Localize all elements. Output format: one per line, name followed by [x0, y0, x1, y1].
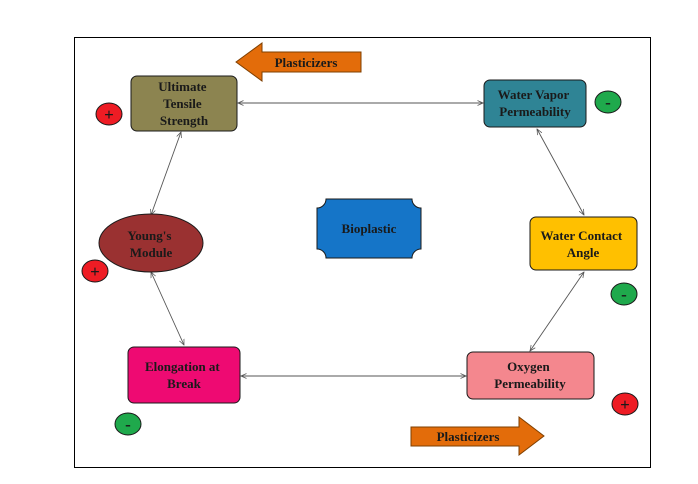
node-water-vapor-permeability: Water Vapor Permeability: [483, 79, 587, 128]
minus-badge-shape: [594, 90, 622, 114]
node-label-line: Elongation at: [145, 359, 220, 374]
node-label: Water Contact Angle: [541, 228, 626, 260]
minus-badge-shape: [610, 282, 638, 306]
plus-badge-shape: [81, 259, 109, 283]
left-arrow-shape: [235, 42, 362, 82]
minus-badge-elongation: -: [114, 412, 142, 436]
minus-badge-symbol: -: [125, 415, 131, 434]
right-arrow-shape: [410, 415, 545, 457]
node-label: Young's Module: [127, 228, 174, 260]
connector-youngs-elongation: [150, 272, 185, 345]
node-label-line: Permeability: [494, 376, 566, 391]
connector-uts-youngs: [151, 132, 181, 215]
node-label-line: Tensile: [163, 96, 202, 111]
minus-badge-wca: -: [610, 282, 638, 306]
node-shape: [529, 216, 638, 271]
node-shape: [127, 346, 241, 404]
node-label-line: Young's: [127, 228, 171, 243]
minus-badge-wvp: -: [594, 90, 622, 114]
minus-badge-symbol: -: [621, 285, 627, 304]
plasticizers-label-top: Plasticizers: [275, 55, 338, 70]
plus-badge-shape: [95, 102, 123, 126]
plasticizers-label-bottom: Plasticizers: [437, 429, 500, 444]
node-label: Oxygen Permeability: [494, 359, 566, 391]
node-shape: [98, 213, 204, 273]
minus-badge-shape: [114, 412, 142, 436]
plus-badge-oxygen: +: [611, 392, 639, 416]
node-shape: [316, 198, 422, 259]
node-water-contact-angle: Water Contact Angle: [529, 216, 638, 271]
node-label-line: Water Vapor: [498, 87, 570, 102]
node-label-line: Permeability: [499, 104, 571, 119]
connector-wca-oxygen: [530, 272, 584, 351]
node-bioplastic: Bioplastic: [316, 198, 422, 259]
plasticizers-arrow-bottom: Plasticizers: [410, 415, 545, 457]
node-label: Elongation at Break: [145, 359, 223, 391]
node-label-line: Module: [130, 245, 173, 260]
node-label: Bioplastic: [342, 221, 397, 236]
plus-badge-symbol: +: [90, 262, 100, 281]
node-label: Ultimate Tensile Strength: [158, 79, 210, 128]
node-shape: [466, 351, 595, 400]
plus-badge-youngs: +: [81, 259, 109, 283]
node-label-line: Oxygen: [507, 359, 550, 374]
node-label-line: Ultimate: [158, 79, 207, 94]
plus-badge-shape: [611, 392, 639, 416]
node-label-line: Break: [167, 376, 201, 391]
connectors: [151, 103, 584, 376]
node-oxygen-permeability: Oxygen Permeability: [466, 351, 595, 400]
node-elongation-at-break: Elongation at Break: [127, 346, 241, 404]
connector-wvp-wca: [537, 129, 584, 215]
plus-badge-symbol: +: [104, 105, 114, 124]
plus-badge-uts: +: [95, 102, 123, 126]
node-shape: [483, 79, 587, 128]
node-label-line: Water Contact: [541, 228, 623, 243]
minus-badge-symbol: -: [605, 93, 611, 112]
node-label: Water Vapor Permeability: [498, 87, 573, 119]
node-label-line: Bioplastic: [342, 221, 397, 236]
node-ultimate-tensile-strength: Ultimate Tensile Strength: [130, 75, 238, 132]
node-youngs-module: Young's Module: [98, 213, 204, 273]
node-shape: [130, 75, 238, 132]
plus-badge-symbol: +: [620, 395, 630, 414]
plasticizers-arrow-top: Plasticizers: [235, 42, 362, 82]
node-label-line: Angle: [567, 245, 600, 260]
node-label-line: Strength: [160, 113, 209, 128]
